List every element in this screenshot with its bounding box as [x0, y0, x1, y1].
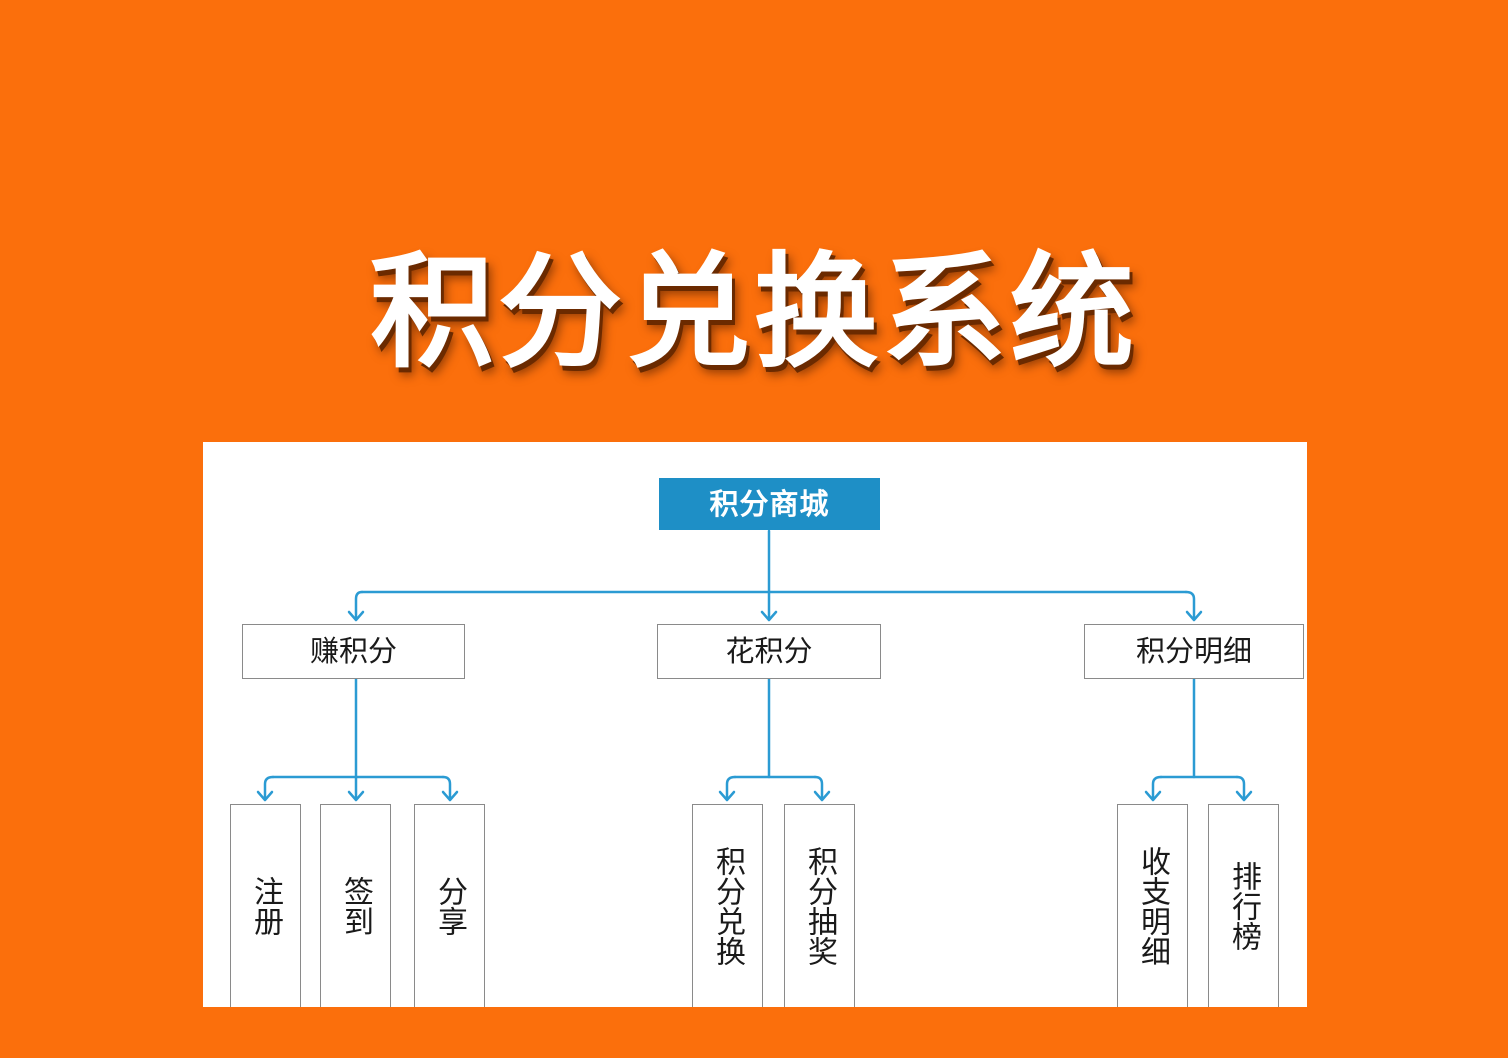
- leaf-node-income-expense: 收支明细: [1117, 804, 1188, 1007]
- leaf-7-arrowhead: [1235, 790, 1253, 802]
- leaf-3-connector: [441, 775, 452, 800]
- leaf-node-share: 分享: [414, 804, 485, 1007]
- category-3-arrowhead: [1185, 610, 1203, 622]
- leaf-7-connector: [1235, 775, 1246, 800]
- leaf-node-checkin: 签到: [320, 804, 391, 1007]
- leaf-label: 签到: [338, 876, 373, 936]
- leaf-node-points-exchange: 积分兑换: [692, 804, 763, 1007]
- category-1-arrowhead: [347, 610, 365, 622]
- leaf-4-arrowhead: [718, 790, 736, 802]
- leaf-label: 注册: [248, 876, 283, 936]
- leaf-3-arrowhead: [441, 790, 459, 802]
- page-title: 积分兑换系统: [369, 241, 1138, 385]
- leaf-4-connector: [725, 775, 737, 800]
- leaf-label: 分享: [432, 876, 467, 936]
- diagram-panel: 积分商城 赚积分 花积分 积分明细 注册 签到 分享 积分兑换 积分抽奖 收支明…: [203, 442, 1307, 1007]
- connector-lines: [256, 529, 1253, 802]
- category-node-spend-points: 花积分: [657, 624, 881, 679]
- category-3-connector: [1184, 590, 1196, 620]
- leaf-node-points-lottery: 积分抽奖: [784, 804, 855, 1007]
- category-2-arrowhead: [760, 610, 778, 622]
- leaf-node-register: 注册: [230, 804, 301, 1007]
- leaf-6-arrowhead: [1144, 790, 1162, 802]
- category-node-points-detail: 积分明细: [1084, 624, 1304, 679]
- root-node: 积分商城: [659, 478, 880, 530]
- leaf-label: 收支明细: [1135, 846, 1170, 966]
- leaf-label: 积分兑换: [710, 846, 745, 966]
- category-1-connector: [354, 590, 364, 620]
- leaf-node-leaderboard: 排行榜: [1208, 804, 1279, 1007]
- leaf-6-connector: [1151, 775, 1163, 800]
- leaf-label: 积分抽奖: [802, 846, 837, 966]
- leaf-2-arrowhead: [347, 790, 365, 802]
- leaf-1-connector: [263, 775, 275, 800]
- leaf-1-arrowhead: [256, 790, 274, 802]
- leaf-label: 排行榜: [1226, 861, 1261, 951]
- leaf-5-arrowhead: [813, 790, 831, 802]
- leaf-5-connector: [813, 775, 824, 800]
- category-node-earn-points: 赚积分: [242, 624, 465, 679]
